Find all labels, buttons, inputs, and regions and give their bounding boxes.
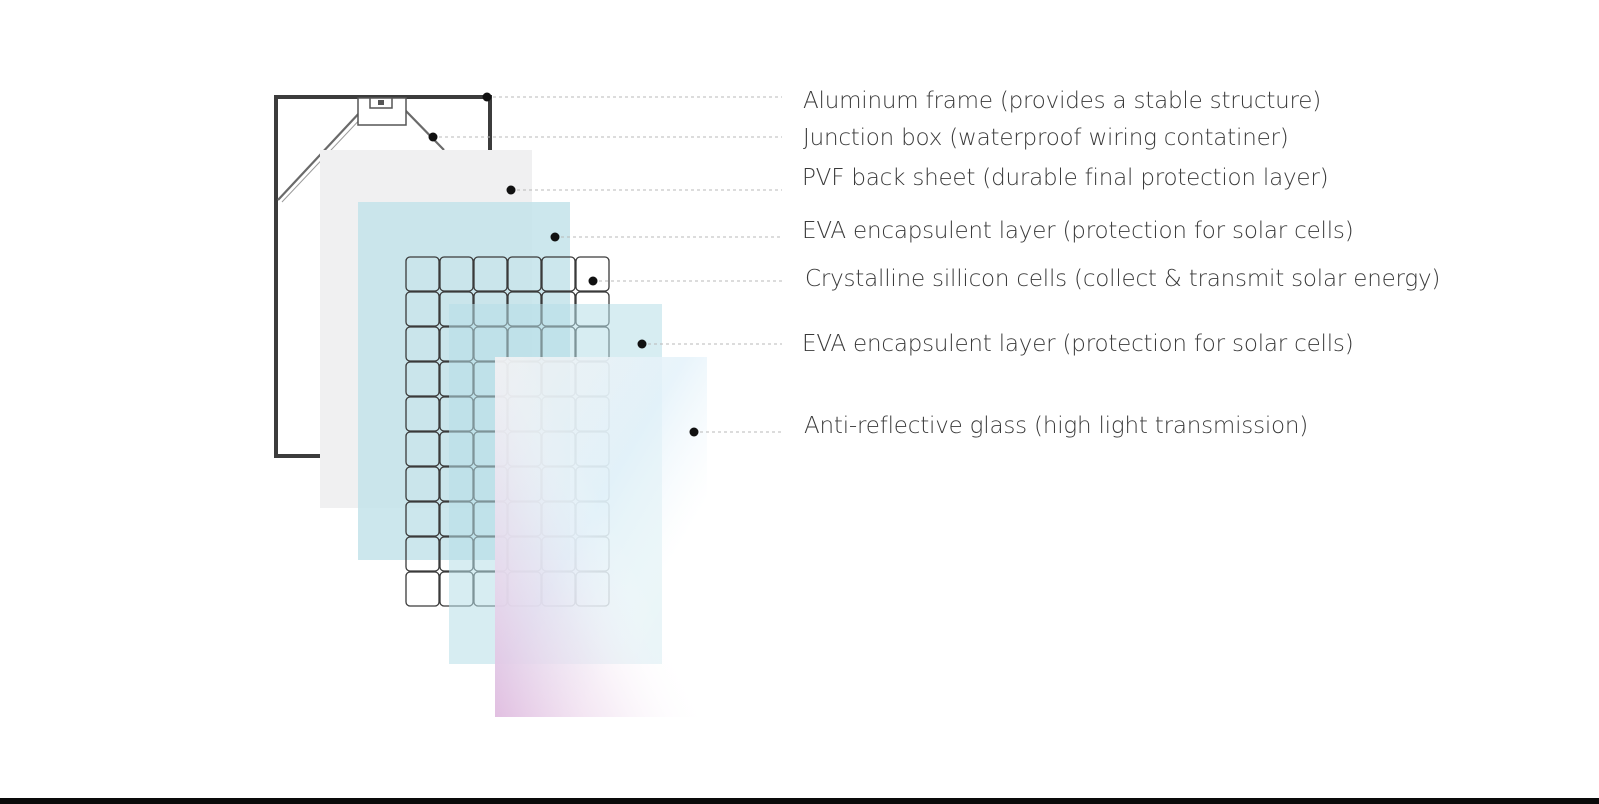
label-eva-layer-front: EVA encapsulent layer (protection for so… <box>802 331 1354 357</box>
solar-cell <box>439 256 474 292</box>
label-anti-reflective-glass: Anti-reflective glass (high light transm… <box>804 413 1309 439</box>
leader-dot-eva-layer-rear <box>550 232 560 242</box>
solar-cell <box>575 256 610 292</box>
leader-dot-anti-reflective-glass <box>689 427 699 437</box>
leader-dot-aluminum-frame <box>482 92 492 102</box>
junction-box <box>357 97 407 126</box>
solar-cell <box>405 396 440 432</box>
label-eva-layer-rear: EVA encapsulent layer (protection for so… <box>802 218 1354 244</box>
solar-cell <box>473 256 508 292</box>
leader-dot-eva-layer-front <box>637 339 647 349</box>
label-pvf-back-sheet: PVF back sheet (durable final protection… <box>802 165 1329 191</box>
leader-lines <box>428 92 782 437</box>
label-junction-box: Junction box (waterproof wiring contatin… <box>803 125 1289 151</box>
solar-cell <box>405 256 440 292</box>
solar-cell <box>405 466 440 502</box>
solar-cell <box>405 501 440 537</box>
solar-cell <box>507 256 542 292</box>
solar-cell <box>405 291 440 327</box>
solar-cell <box>405 361 440 397</box>
solar-cell <box>405 536 440 572</box>
label-silicon-cells: Crystalline sillicon cells (collect & tr… <box>805 266 1441 292</box>
solar-cell <box>541 256 576 292</box>
label-aluminum-frame: Aluminum frame (provides a stable struct… <box>803 88 1322 114</box>
solar-cell <box>405 571 440 607</box>
bottom-border-bar <box>0 798 1599 804</box>
leader-dot-pvf-back-sheet <box>506 185 516 195</box>
solar-cell <box>405 431 440 467</box>
solar-cell <box>405 326 440 362</box>
leader-dot-junction-box <box>428 132 438 142</box>
leader-dot-silicon-cells <box>588 276 598 286</box>
anti-reflective-glass <box>495 357 707 717</box>
